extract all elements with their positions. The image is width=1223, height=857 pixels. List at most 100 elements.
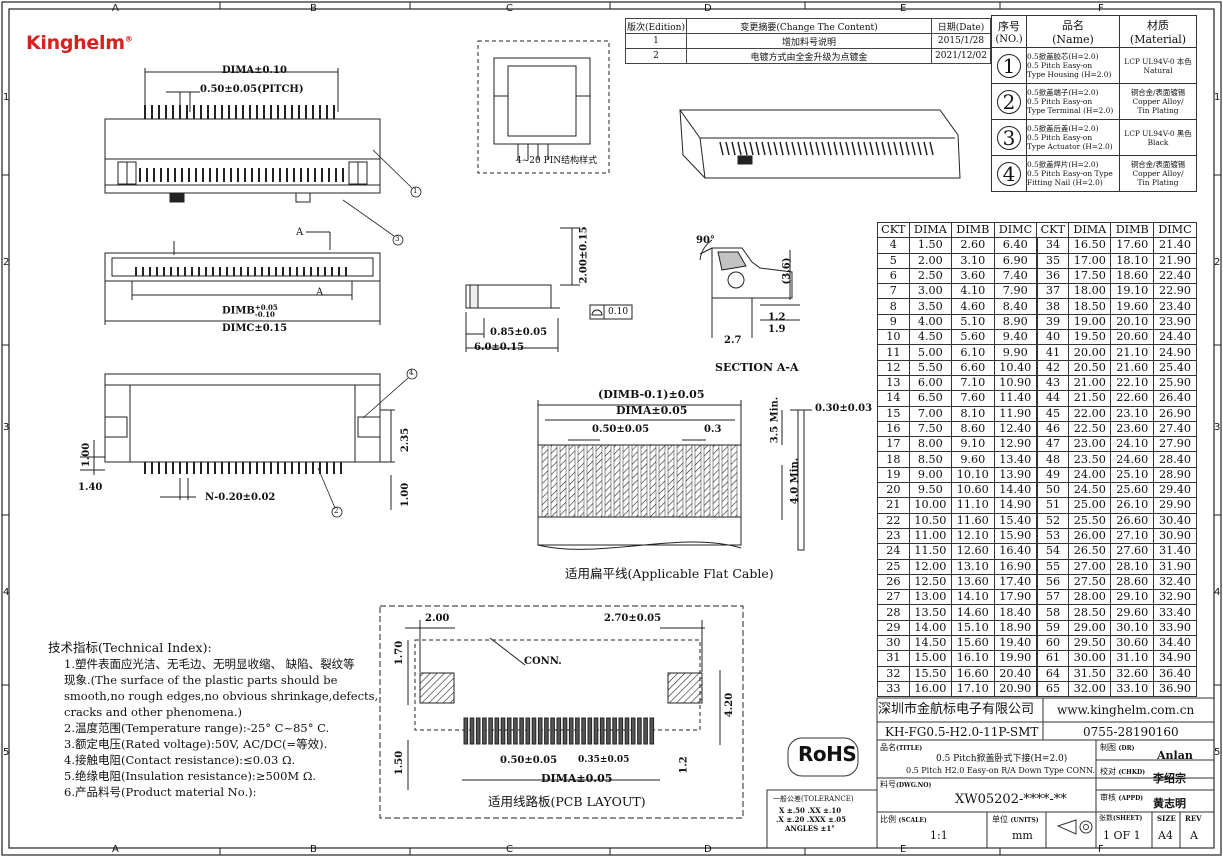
dimension-cell: 10.40: [993, 359, 1038, 376]
ffc-conductor: [631, 444, 639, 518]
dimension-cell: 1.50: [908, 237, 953, 254]
iso-contact-line: [851, 141, 856, 156]
dimension-cell: 25.00: [1068, 497, 1112, 514]
dimension-cell: 26: [877, 573, 910, 591]
dim-100-left: 1.00: [81, 442, 93, 468]
dimension-cell: 36.90: [1152, 680, 1198, 698]
balloon-1: 1: [413, 187, 418, 195]
title-en: 0.5 Pitch H2.0 Easy-on R/A Down Type CON…: [906, 766, 1096, 775]
pcb-pad: [525, 717, 531, 745]
front-view: [104, 231, 381, 325]
units-value: mm: [1012, 829, 1033, 842]
dimension-cell: 29.90: [1152, 497, 1198, 514]
dimension-cell: 13: [877, 374, 910, 392]
ffc-dima: DIMA±0.05: [616, 404, 688, 417]
dimension-cell: 24: [877, 543, 910, 560]
kinghelm-logo: Kinghelm®: [26, 32, 133, 54]
dimension-cell: 39: [1035, 313, 1070, 331]
ffc-conductor: [577, 444, 585, 518]
dimension-cell: 9.40: [993, 329, 1038, 346]
dimension-cell: 14.40: [993, 482, 1038, 499]
zone-col-d-bot: D: [704, 844, 712, 855]
dimension-cell: 21.40: [1152, 237, 1198, 254]
dimension-cell: 6: [877, 267, 910, 285]
dimension-cell: 29.40: [1152, 482, 1198, 499]
dimension-cell: 27.90: [1152, 436, 1198, 453]
dwg-number: XW05202-****-**: [955, 792, 1067, 807]
pcb-pad: [606, 717, 611, 745]
dimension-cell: 36.40: [1152, 665, 1198, 682]
zone-row-2-right: 2: [1214, 257, 1221, 268]
dimension-cell: 54: [1035, 543, 1070, 560]
iso-contact-line: [803, 141, 808, 156]
dimension-cell: 6.40: [993, 237, 1038, 254]
dim-n-pitch: N-0.20±0.02: [205, 492, 276, 503]
dimension-cell: 26.00: [1068, 527, 1112, 545]
dimension-cell: 19.40: [993, 635, 1038, 652]
pcb-pad: [624, 717, 630, 745]
pcb-pad: [599, 717, 605, 745]
dimension-cell: 29: [877, 619, 910, 637]
zone-col-c-top: C: [506, 3, 513, 14]
iso-contact-line: [905, 141, 910, 156]
dimension-cell: 45: [1035, 405, 1070, 422]
iso-contact-line: [869, 141, 874, 156]
dimension-cell: 43: [1035, 374, 1070, 392]
dimension-cell: 11.40: [993, 390, 1038, 407]
ffc-03: 0.3: [704, 424, 722, 435]
dimension-cell: 11.60: [951, 512, 995, 529]
dimension-cell: 10.60: [951, 482, 995, 499]
dim-dimc: DIMC±0.15: [222, 323, 288, 334]
dimension-cell: 26.60: [1110, 512, 1154, 529]
dimension-cell: 11.00: [908, 527, 953, 545]
dimension-cell: 30.10: [1110, 619, 1154, 637]
iso-contact-line: [917, 141, 922, 156]
zone-col-b-bot: B: [310, 844, 317, 855]
dimension-cell: 4.00: [908, 313, 953, 331]
pcb-pad: [562, 717, 568, 745]
dimension-cell: 6.50: [908, 390, 953, 407]
dimension-cell: 22.10: [1110, 374, 1154, 392]
balloon-leaders: [317, 149, 422, 518]
dimension-cell: 6.90: [993, 252, 1038, 269]
dimension-cell: 23.90: [1152, 313, 1198, 331]
dimension-cell: 32.60: [1110, 665, 1154, 682]
ffc-conductor: [541, 444, 549, 518]
pcb-pad: [612, 717, 617, 745]
dimension-cell: 28.60: [1110, 573, 1154, 591]
dimension-cell: 32: [877, 665, 910, 682]
dimension-cell: 32.90: [1152, 589, 1198, 606]
dimension-cell: 31.50: [1068, 665, 1112, 682]
iso-contact-line: [923, 141, 928, 156]
pcb-conn: CONN.: [524, 656, 562, 667]
units-label: 单位 (UNITS): [992, 815, 1039, 824]
pcb-pad: [637, 717, 642, 745]
dimension-cell: 15.50: [908, 665, 953, 682]
dimension-cell: 17: [877, 436, 910, 453]
ffc-conductor: [622, 444, 630, 518]
dimension-cell: 8.50: [908, 451, 953, 468]
iso-contact-line: [815, 141, 820, 156]
ffc-conductor: [649, 444, 657, 518]
dimension-cell: 8: [877, 298, 910, 315]
rev-label: REV: [1185, 814, 1202, 823]
dimension-cell: 6.00: [908, 374, 953, 392]
dimension-cell: 30.60: [1110, 635, 1154, 652]
pcb-170: 1.70: [394, 640, 406, 666]
dimension-cell: 16.00: [908, 680, 953, 698]
zone-col-d-top: D: [704, 3, 712, 14]
approved-label: 审核 (APPD): [1100, 793, 1144, 802]
dimension-cell: 29.50: [1068, 635, 1112, 652]
iso-contact-line: [731, 141, 736, 156]
dimension-cell: 17.60: [1110, 237, 1154, 254]
dimension-cell: 24.10: [1110, 436, 1154, 453]
